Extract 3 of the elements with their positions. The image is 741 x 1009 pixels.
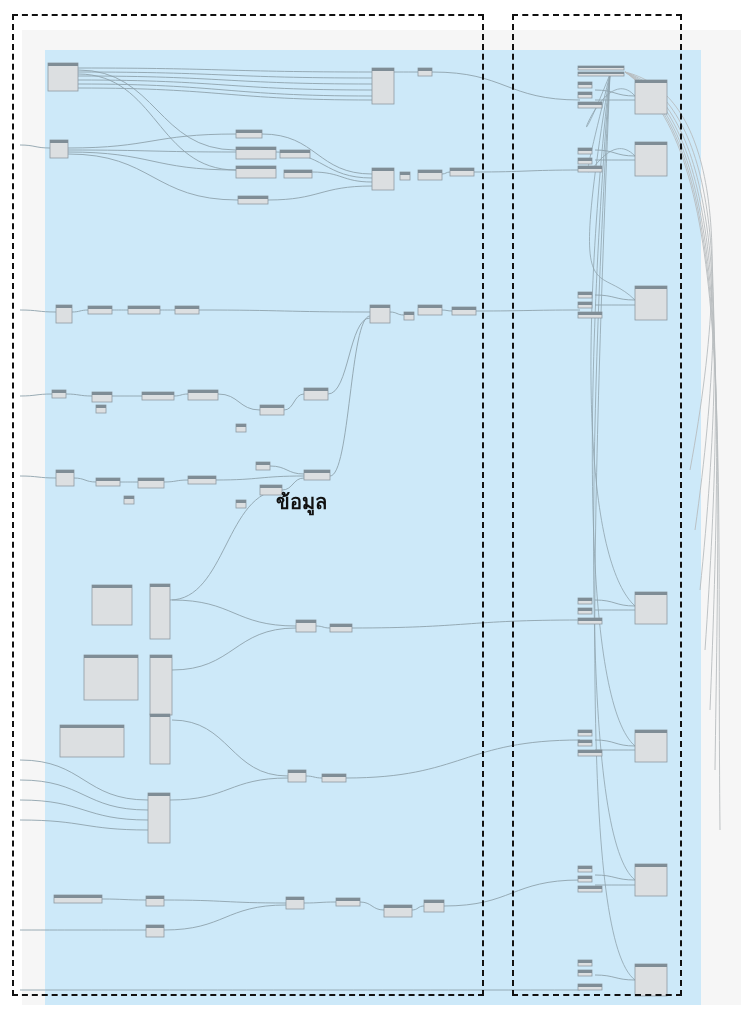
- dashed-region: [512, 14, 682, 996]
- region-label: ข้อมูล: [276, 489, 327, 518]
- dashed-region: [12, 14, 484, 996]
